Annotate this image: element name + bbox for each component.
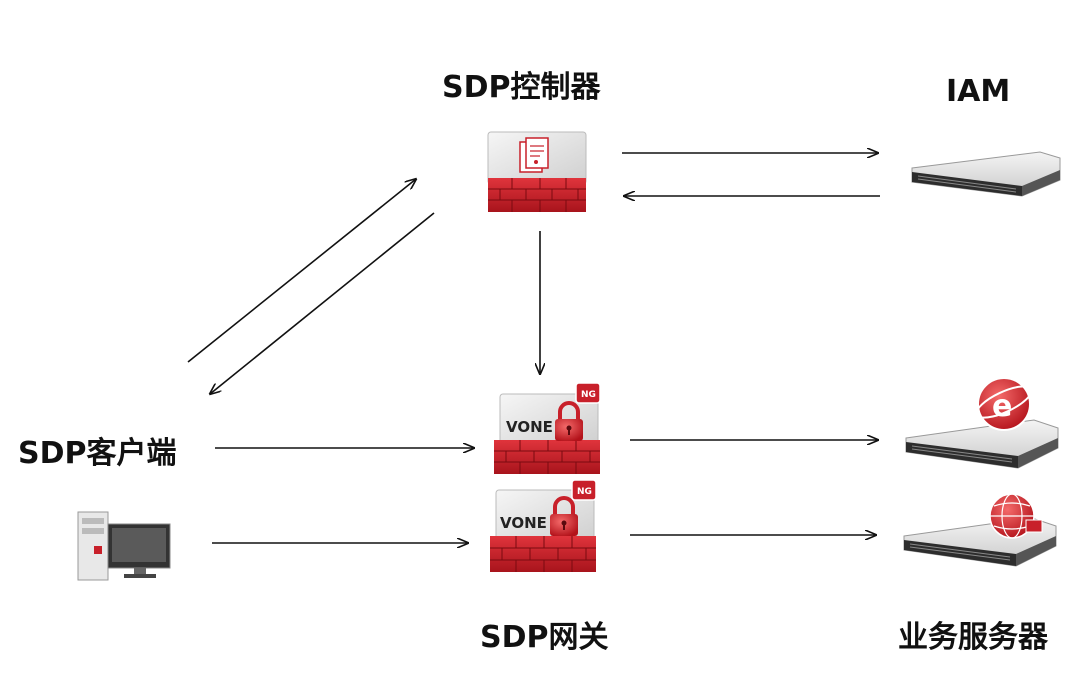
client-computer-icon bbox=[77, 511, 171, 581]
business-server-icon-1: e bbox=[905, 377, 1059, 469]
vone-brand-2: VONE bbox=[500, 514, 547, 532]
lock-icon bbox=[550, 496, 578, 536]
arrow-client-to-controller bbox=[187, 179, 416, 363]
sdp-controller-label: SDP控制器 bbox=[442, 70, 601, 105]
vone-brand-1: VONE bbox=[506, 418, 553, 436]
svg-text:NG: NG bbox=[581, 390, 596, 400]
globe-icon bbox=[989, 493, 1043, 539]
business-server-icon-2 bbox=[903, 493, 1057, 567]
sdp-gateway-icon-2: VONE NG bbox=[490, 479, 597, 572]
sdp-client-label: SDP客户端 bbox=[18, 436, 177, 471]
sdp-controller-icon bbox=[487, 131, 587, 212]
ng-badge-1: NG bbox=[575, 382, 601, 404]
sdp-gateway-label: SDP网关 bbox=[480, 620, 609, 655]
browser-e-icon: e bbox=[975, 377, 1033, 431]
business-servers-label: 业务服务器 bbox=[898, 620, 1048, 655]
sdp-gateway-icon-1: VONE NG bbox=[494, 382, 601, 474]
iam-label: IAM bbox=[946, 74, 1011, 109]
svg-text:NG: NG bbox=[577, 487, 592, 497]
iam-server-icon bbox=[911, 151, 1061, 197]
lock-icon bbox=[555, 401, 583, 441]
arrow-controller-to-client bbox=[210, 212, 435, 394]
arrows bbox=[187, 153, 880, 543]
document-icon bbox=[519, 137, 549, 173]
ng-badge-2: NG bbox=[571, 479, 597, 501]
